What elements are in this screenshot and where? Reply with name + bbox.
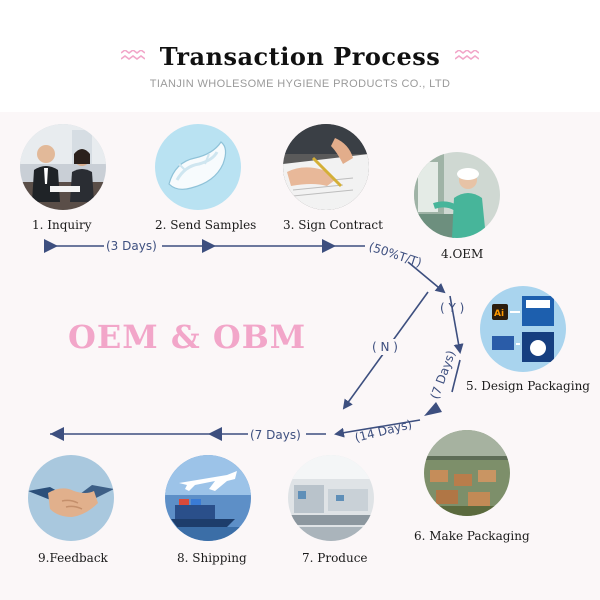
airplane-ship-icon (165, 455, 251, 541)
zigzag-decoration-right-icon (454, 47, 480, 66)
packaging-design-icon: Ai (480, 286, 566, 372)
business-meeting-icon (20, 124, 106, 210)
yes-label: ( Y ) (440, 301, 464, 315)
bottom-days-label: (7 Days) (250, 428, 301, 442)
step-label-design-packaging: 5. Design Packaging (466, 379, 590, 393)
warehouse-icon (424, 430, 510, 516)
payment-label: (50%T/T) (367, 240, 423, 270)
payment-arrow (407, 261, 446, 294)
top-arrow-3-icon (322, 239, 336, 253)
svg-text:Ai: Ai (494, 309, 504, 319)
header (0, 0, 600, 112)
sanitary-pad-icon (155, 124, 241, 210)
step-label-inquiry: 1. Inquiry (32, 218, 92, 232)
step-label-feedback: 9.Feedback (38, 551, 108, 565)
make-days-label: (14 Days) (353, 417, 413, 445)
production-line-icon (288, 455, 374, 541)
design-days-label: (7 Days) (428, 349, 459, 401)
bottom-arrow-1-icon (208, 427, 222, 441)
top-arrow-2-icon (202, 239, 216, 253)
page-title: Transaction Process (159, 42, 441, 71)
design-days-line (451, 359, 461, 393)
top-arrow-1-icon (44, 239, 58, 253)
make-days-arrow (334, 419, 421, 438)
handshake-icon (28, 455, 114, 541)
factory-worker-icon (414, 152, 500, 238)
yes-arrow (449, 295, 464, 354)
company-subtitle: TIANJIN WHOLESOME HYGIENE PRODUCTS CO., … (149, 78, 451, 90)
step-label-produce: 7. Produce (302, 551, 368, 565)
step-label-send-samples: 2. Send Samples (155, 218, 257, 232)
top-days-label: (3 Days) (106, 239, 157, 253)
step-label-sign-contract: 3. Sign Contract (283, 218, 383, 232)
bottom-arrow-2-icon (50, 427, 64, 441)
zigzag-decoration-left-icon (120, 47, 146, 66)
signing-hand-icon (283, 124, 369, 210)
no-label: ( N ) (372, 340, 398, 354)
title-row: Transaction Process (0, 42, 600, 71)
step-label-make-packaging: 6. Make Packaging (414, 529, 530, 543)
oem-obm-label: OEM & OBM (68, 318, 307, 356)
step-label-oem: 4.OEM (441, 247, 484, 261)
step-label-shipping: 8. Shipping (177, 551, 247, 565)
design-days-arrow-icon (424, 402, 442, 416)
